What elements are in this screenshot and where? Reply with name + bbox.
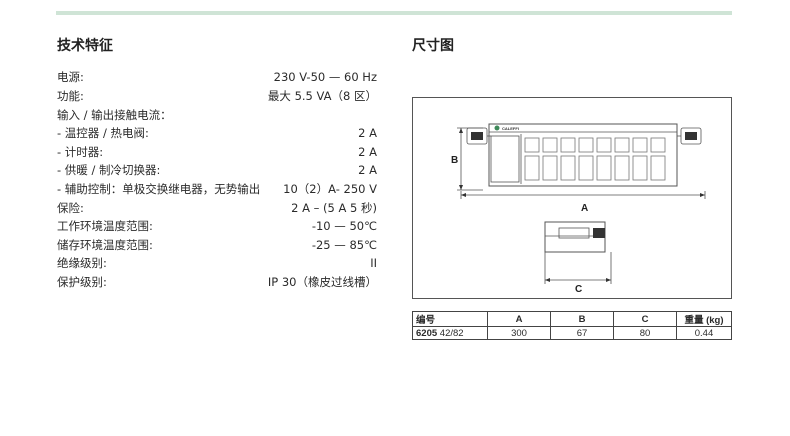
code-bold: 6205	[416, 327, 438, 339]
spec-row: 储存环境温度范围: -25 — 85℃	[57, 236, 377, 255]
top-accent-bar	[56, 11, 732, 15]
label-c: C	[575, 284, 582, 295]
spec-row: - 温控器 / 热电阀: 2 A	[57, 124, 377, 143]
spec-row: 绝缘级别: II	[57, 254, 377, 273]
c-cell: 80	[613, 326, 677, 340]
spec-row: - 辅助控制：单极交换继电器，无势输出 10（2）A- 250 V	[57, 180, 377, 199]
dimensions-heading: 尺寸图	[412, 38, 454, 54]
spec-label: 保险:	[57, 201, 84, 215]
dimension-drawing-svg: B A C CALEFFI	[451, 123, 706, 295]
code-cell: 6205 42/82	[412, 326, 488, 340]
brand-text: CALEFFI	[502, 126, 519, 131]
spec-label: 储存环境温度范围:	[57, 238, 153, 252]
spec-label: 工作环境温度范围:	[57, 219, 153, 233]
spec-row: 电源: 230 V-50 — 60 Hz	[57, 68, 377, 87]
spec-label: - 计时器:	[57, 145, 104, 159]
brand-logo-icon	[494, 125, 500, 131]
a-cell: 300	[487, 326, 551, 340]
table-header: C	[613, 311, 677, 327]
spec-value: 2 A – (5 A 5 秒)	[291, 201, 377, 215]
controller-body	[488, 123, 678, 187]
spec-label: 输入 / 输出接触电流：	[57, 108, 172, 122]
spec-value: IP 30（橡皮过线槽）	[267, 275, 377, 289]
spec-label: - 温控器 / 热电阀:	[57, 126, 149, 140]
spec-label: 电源:	[57, 70, 84, 84]
right-gland-nut	[685, 132, 697, 140]
table-header: A	[487, 311, 551, 327]
spec-label: 保护级别:	[57, 275, 107, 289]
spec-value: 10（2）A- 250 V	[283, 182, 377, 196]
spec-value: -25 — 85℃	[311, 238, 377, 252]
code-suffix: 42/82	[439, 327, 464, 339]
spec-value: 最大 5.5 VA（8 区）	[267, 89, 377, 103]
table-header: 编号	[412, 311, 488, 327]
spec-row: 保险: 2 A – (5 A 5 秒)	[57, 199, 377, 218]
spec-row: - 供暖 / 制冷切换器: 2 A	[57, 161, 377, 180]
spec-label: 功能:	[57, 89, 84, 103]
spec-row: 保护级别: IP 30（橡皮过线槽）	[57, 273, 377, 292]
spec-value: 2 A	[358, 163, 377, 177]
spec-value: 230 V-50 — 60 Hz	[273, 70, 377, 84]
table-header: B	[550, 311, 614, 327]
b-cell: 67	[550, 326, 614, 340]
spec-label: - 供暖 / 制冷切换器:	[57, 163, 161, 177]
spec-value: 2 A	[358, 145, 377, 159]
dimensions-table: 编号 A B C 重量 (kg) 6205 42/82 300 67 80 0.…	[412, 311, 732, 340]
spec-label: 绝缘级别:	[57, 256, 107, 270]
spec-row: - 计时器: 2 A	[57, 143, 377, 162]
side-gland-nut	[593, 228, 605, 238]
spec-row: 功能: 最大 5.5 VA（8 区）	[57, 87, 377, 106]
left-gland-nut	[471, 132, 483, 140]
spec-label: - 辅助控制：单极交换继电器，无势输出	[57, 182, 261, 196]
specs-heading: 技术特征	[57, 38, 113, 54]
spec-row: 输入 / 输出接触电流：	[57, 106, 377, 125]
label-b: B	[451, 155, 458, 166]
weight-cell: 0.44	[676, 326, 732, 340]
label-a: A	[581, 203, 588, 214]
dimension-drawing: B A C CALEFFI	[412, 97, 732, 299]
spec-row: 工作环境温度范围: -10 — 50℃	[57, 217, 377, 236]
spec-value: II	[370, 256, 377, 270]
table-row: 6205 42/82 300 67 80 0.44	[412, 326, 732, 340]
table-header: 重量 (kg)	[676, 311, 732, 327]
table-header-row: 编号 A B C 重量 (kg)	[412, 311, 732, 327]
spec-value: -10 — 50℃	[311, 219, 377, 233]
spec-value: 2 A	[358, 126, 377, 140]
